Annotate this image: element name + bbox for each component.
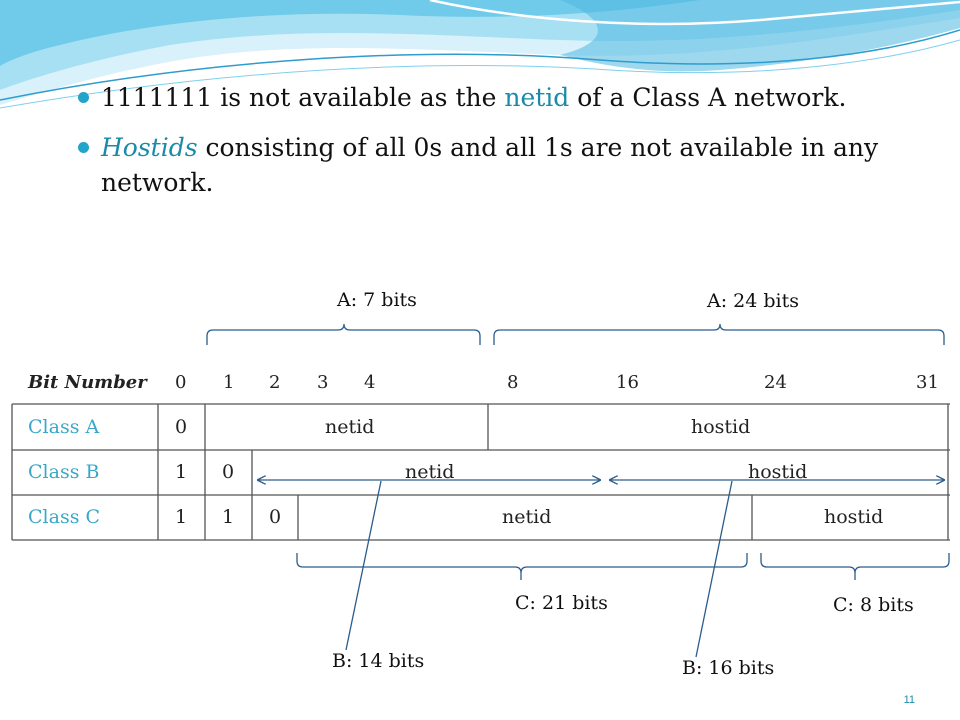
class-a-label: Class A <box>28 416 100 438</box>
class-a-netid: netid <box>325 416 375 438</box>
bit-3: 3 <box>317 372 329 393</box>
bit-2: 2 <box>269 372 281 393</box>
bit-number-row: Bit Number 0 1 2 3 4 8 16 24 31 <box>12 366 950 404</box>
bit-31: 31 <box>916 372 939 393</box>
bullet-netid: 1111111 is not available as the netid of… <box>76 80 896 115</box>
bit-1: 1 <box>223 372 235 393</box>
pointer-b-14-bits <box>345 480 382 651</box>
label-c-21-bits: C: 21 bits <box>515 592 608 614</box>
pointer-b-16-bits <box>695 480 733 658</box>
bit-4: 4 <box>364 372 376 393</box>
brace-a-hostid <box>493 323 945 345</box>
class-b-label: Class B <box>28 461 100 483</box>
bit-16: 16 <box>616 372 639 393</box>
hostids-term: Hostids <box>101 133 198 162</box>
bullet-list: 1111111 is not available as the netid of… <box>76 80 896 215</box>
class-c-netid: netid <box>502 506 552 528</box>
class-c-hostid: hostid <box>824 506 884 528</box>
bit-number-title: Bit Number <box>28 372 147 393</box>
header-wave-decoration <box>0 0 960 109</box>
class-c-label: Class C <box>28 506 101 528</box>
netid-term: netid <box>504 83 570 112</box>
class-b-bit-0: 1 <box>175 461 188 483</box>
bullet-dot-icon <box>78 142 89 153</box>
class-a-bit-0: 0 <box>175 416 188 438</box>
label-b-14-bits: B: 14 bits <box>332 650 425 672</box>
label-b-16-bits: B: 16 bits <box>682 657 775 679</box>
brace-c-netid <box>296 553 748 580</box>
bit-24: 24 <box>764 372 787 393</box>
class-c-bit-2: 0 <box>269 506 282 528</box>
bit-8: 8 <box>507 372 519 393</box>
brace-a-netid <box>206 323 481 345</box>
bullet-hostid: Hostids consisting of all 0s and all 1s … <box>76 130 896 200</box>
bullet-dot-icon <box>78 92 89 103</box>
class-c-bit-1: 1 <box>222 506 235 528</box>
bit-0: 0 <box>175 372 187 393</box>
class-c-bit-0: 1 <box>175 506 188 528</box>
label-a-7-bits: A: 7 bits <box>337 289 417 311</box>
class-b-bit-1: 0 <box>222 461 235 483</box>
label-c-8-bits: C: 8 bits <box>833 594 914 616</box>
page-number: 11 <box>903 694 915 706</box>
label-a-24-bits: A: 24 bits <box>707 290 800 312</box>
brace-c-hostid <box>760 553 950 580</box>
class-a-hostid: hostid <box>691 416 751 438</box>
